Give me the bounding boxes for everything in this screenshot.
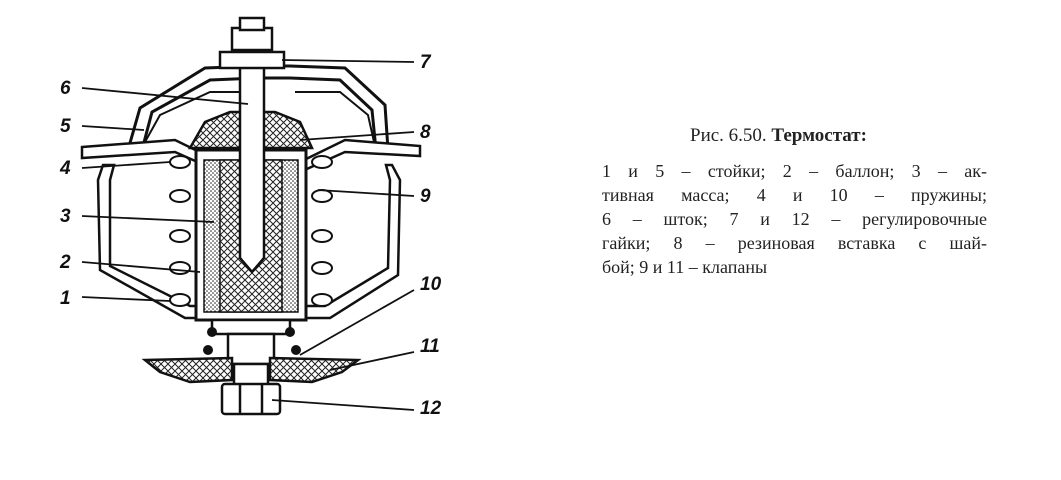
- callout-2: 2: [59, 252, 71, 273]
- caption-line: бой; 9 и 11 – клапаны: [602, 257, 768, 277]
- leader-lines: [81, 59, 415, 411]
- callout-12: 12: [420, 398, 442, 419]
- caption-title-text: Термостат:: [771, 125, 867, 146]
- lower-bridge: [96, 163, 402, 320]
- callout-4: 4: [59, 158, 71, 179]
- top-nut: [218, 16, 286, 70]
- figure-caption: Рис. 6.50. Термостат: 1 и 5 – стойки; 2 …: [602, 125, 987, 279]
- caption-line: гайки; 8 – резиновая вставка с шай-: [602, 233, 987, 253]
- thermostat-diagram: 1 2 3 4 5 6 7 8 9 10 11 12: [59, 16, 442, 419]
- callout-6: 6: [60, 78, 71, 99]
- callout-5: 5: [60, 116, 71, 137]
- caption-prefix: Рис. 6.50.: [690, 125, 772, 146]
- caption-line: тивная масса; 4 и 10 – пружины;: [602, 185, 987, 205]
- bottom-nut: [220, 382, 282, 416]
- lower-valve: [141, 356, 362, 384]
- callout-11: 11: [420, 336, 440, 357]
- caption-title: Рис. 6.50. Термостат:: [690, 125, 987, 147]
- callout-3: 3: [60, 206, 71, 227]
- callout-1: 1: [60, 288, 71, 309]
- callout-10: 10: [420, 274, 442, 295]
- caption-line: 6 – шток; 7 и 12 – регулировочные: [602, 209, 987, 229]
- spring-4: [169, 155, 333, 307]
- stem: [238, 46, 266, 274]
- callout-8: 8: [420, 122, 431, 143]
- caption-line: 1 и 5 – стойки; 2 – баллон; 3 – ак-: [602, 161, 987, 181]
- callout-9: 9: [420, 186, 431, 207]
- callout-7: 7: [420, 52, 432, 73]
